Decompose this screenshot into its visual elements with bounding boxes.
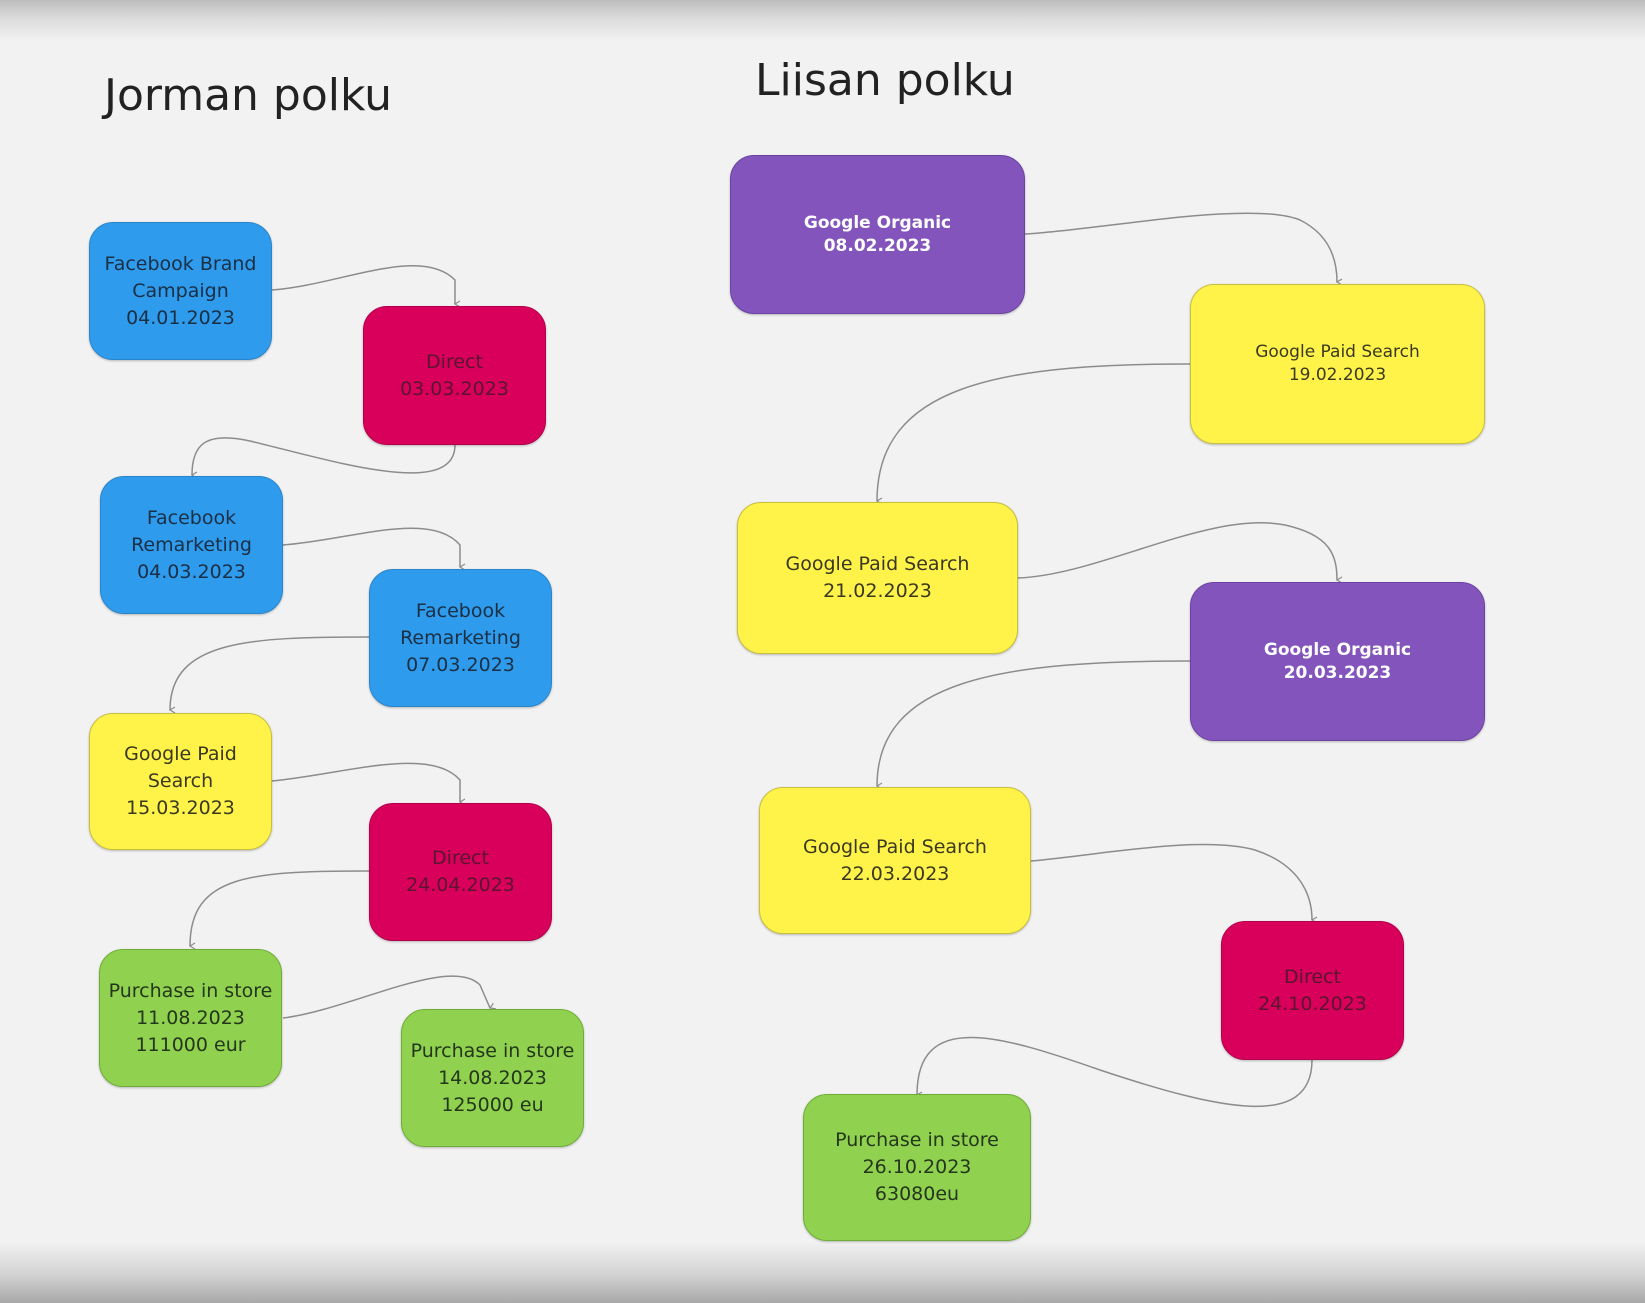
node-google-paid-search-1[interactable]: Google Paid Search 19.02.2023 — [1190, 284, 1485, 444]
node-google-paid-search[interactable]: Google Paid Search 15.03.2023 — [89, 713, 272, 850]
node-label: Google Organic 08.02.2023 — [803, 212, 952, 256]
node-google-paid-search-2[interactable]: Google Paid Search 21.02.2023 — [737, 502, 1018, 654]
node-label: Google Paid Search 15.03.2023 — [124, 743, 237, 819]
node-facebook-remarketing-1[interactable]: Facebook Remarketing 04.03.2023 — [100, 476, 283, 614]
bottom-shadow — [0, 1241, 1645, 1303]
connector-paid1-to-paid2 — [875, 363, 1191, 505]
top-shadow — [0, 0, 1645, 42]
node-label: Facebook Remarketing 04.03.2023 — [131, 506, 252, 583]
connector-direct1-to-fb-remarketing1 — [190, 437, 456, 479]
node-label: Google Paid Search 22.03.2023 — [803, 835, 987, 885]
node-facebook-brand-campaign[interactable]: Facebook Brand Campaign 04.01.2023 — [89, 222, 272, 360]
jorma-path-title: Jorman polku — [104, 70, 392, 121]
connector-paid2-to-organic2 — [1017, 522, 1343, 584]
node-label: Direct 03.03.2023 — [400, 350, 509, 400]
connector-google-paid-to-direct2 — [271, 762, 466, 806]
node-label: Google Paid Search 19.02.2023 — [1255, 342, 1420, 385]
connector-fb-remarketing1-to-fb-remarketing2 — [282, 527, 466, 571]
node-label: Purchase in store 26.10.2023 63080eu — [835, 1129, 999, 1205]
node-label: Facebook Remarketing 07.03.2023 — [400, 599, 521, 676]
connector-paid3-to-direct — [1030, 843, 1318, 924]
node-google-organic-1[interactable]: Google Organic 08.02.2023 — [730, 155, 1025, 314]
node-direct-1[interactable]: Direct 03.03.2023 — [363, 306, 546, 445]
connector-direct2-to-purchase1 — [188, 870, 370, 950]
node-direct-2[interactable]: Direct 24.04.2023 — [369, 803, 552, 941]
node-purchase-in-store-2[interactable]: Purchase in store 14.08.2023 125000 eu — [401, 1009, 584, 1147]
connector-purchase1-to-purchase2 — [282, 975, 496, 1019]
liisa-path-title: Liisan polku — [755, 55, 1015, 106]
node-direct[interactable]: Direct 24.10.2023 — [1221, 921, 1404, 1060]
node-label: Direct 24.10.2023 — [1258, 965, 1367, 1015]
node-label: Purchase in store 14.08.2023 125000 eu — [410, 1039, 575, 1116]
connector-organic2-to-paid3 — [875, 660, 1191, 790]
node-google-paid-search-3[interactable]: Google Paid Search 22.03.2023 — [759, 787, 1031, 934]
node-google-organic-2[interactable]: Google Organic 20.03.2023 — [1190, 582, 1485, 741]
node-facebook-remarketing-2[interactable]: Facebook Remarketing 07.03.2023 — [369, 569, 552, 707]
connector-fb-remarketing2-to-google-paid — [168, 636, 370, 714]
connector-direct-to-purchase — [915, 1036, 1313, 1107]
node-label: Facebook Brand Campaign 04.01.2023 — [104, 252, 257, 329]
node-label: Google Paid Search 21.02.2023 — [785, 553, 970, 602]
node-label: Purchase in store 11.08.2023 111000 eur — [108, 979, 273, 1056]
node-label: Direct 24.04.2023 — [406, 847, 515, 896]
node-purchase-in-store[interactable]: Purchase in store 26.10.2023 63080eu — [803, 1094, 1031, 1241]
connector-fb-brand-to-direct1 — [271, 265, 461, 308]
node-purchase-in-store-1[interactable]: Purchase in store 11.08.2023 111000 eur — [99, 949, 282, 1087]
connector-organic1-to-paid1 — [1024, 212, 1343, 286]
node-label: Google Organic 20.03.2023 — [1263, 639, 1412, 683]
